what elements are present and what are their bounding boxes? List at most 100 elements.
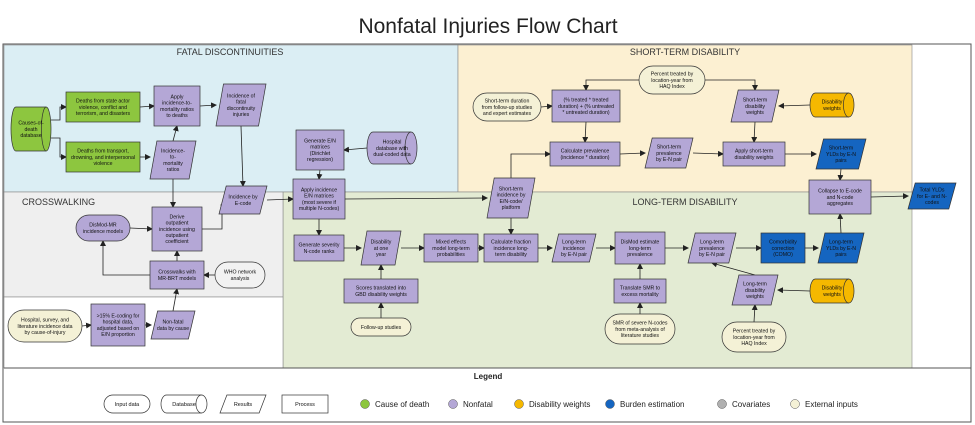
node-label: weights [823,106,841,112]
node-label: Causes-of- [18,121,44,127]
node-label: (% treated * treated [564,98,609,104]
node-label: at one [374,246,389,252]
flow-arrow [619,150,646,157]
node-label: term disability [495,252,527,258]
node-label: (Dirichlet [310,151,331,157]
legend-color-label: Covariates [732,400,770,409]
node-label: regression) [307,157,333,163]
node-label: SMR of severe N-codes [612,321,667,327]
node-label: Long-term [700,240,724,246]
node-label: E-code [235,201,252,207]
node-label: Percent treated by [733,329,776,335]
node-gen-en: Generate E/Nmatrices(Dirichletregression… [295,129,345,171]
node-label: by E-N pair [561,252,587,258]
node-label: Deaths from state actor [76,99,130,105]
node-label: data by cause [157,326,189,332]
flow-arrow [540,103,553,110]
flow-arrow [129,225,153,232]
flow-arrow [510,151,551,178]
node-label: E/N matrices [304,194,334,200]
flow-arrow [583,79,639,91]
node-label: disability [745,104,765,110]
region-title-short-term: SHORT-TERM DISABILITY [630,47,740,57]
node-label: Long-term [743,282,767,288]
node-label: probabilities [437,252,465,258]
node-label: Incidence- [161,149,185,155]
flow-arrow [172,288,180,312]
node-label: by cause-of-injury [25,330,66,336]
node-label: platform [502,205,521,211]
legend-shape-results: Results [219,394,267,414]
node-label: Incidence of [227,94,256,100]
node-label: location-year from [651,78,693,84]
node-label: E/N-code/ [499,199,523,205]
node-label: Disability [371,240,392,246]
region-title-fatal: FATAL DISCONTINUITIES [177,47,284,57]
node-label: Derive [170,214,185,220]
flow-edges [51,79,909,329]
node-label: incidence models [83,229,123,235]
node-label: Scores translated into [356,286,406,292]
node-label: by E-N pair [699,252,725,258]
node-label: excess mortality [621,292,659,298]
node-label: fatal [236,100,246,106]
node-label: mortality ratios [160,107,194,113]
chart-title: Nonfatal Injuries Flow Chart [358,15,617,38]
node-label: literature studies [621,333,659,339]
legend-color-external-inputs: External inputs [790,399,858,409]
node-label: duration) + (% untreated [558,104,614,110]
node-label: Comorbidity [769,240,797,246]
node-label: violence [93,161,112,167]
flow-arrow [777,287,811,294]
legend-shape-label: Process [295,402,315,408]
node-label: Disability [822,286,843,292]
node-followup: Follow-up studies [350,317,412,337]
node-label: hospital data, [103,320,134,326]
node-label: from follow-up studies [482,105,533,111]
node-label: Translate SMR to [620,286,660,292]
legend-color-label: Cause of death [375,400,429,409]
node-label: coefficient [165,239,189,245]
flow-arrow [751,304,758,323]
node-label: injuries [233,112,250,118]
node-label: outpatient [166,221,189,227]
node-label: WHO network [224,270,257,276]
node-label: Crosswalks with [158,270,195,276]
legend-shape-database: Database [160,394,208,414]
node-label: Apply short-term [735,149,773,155]
node-label: discontinuity [227,106,256,112]
legend-color-nonfatal: Nonfatal [448,399,493,409]
node-label: weights [823,292,841,298]
node-label: (incidence * duration) [560,155,609,161]
node-label: Long-term [829,240,853,246]
node-label: Disability [822,100,843,106]
node-label: and expert estimates [483,111,532,117]
node-label: prevalence [699,246,724,252]
node-label: Collapse to E-code [818,189,862,195]
node-label: pairs [835,158,847,164]
node-label: Generate severity [299,243,340,249]
node-inc-ecode: Incidence byE-code [218,185,268,215]
node-label: GBD disability weights [355,292,407,298]
node-label: aggregates [827,201,853,207]
flow-arrow [172,125,179,142]
